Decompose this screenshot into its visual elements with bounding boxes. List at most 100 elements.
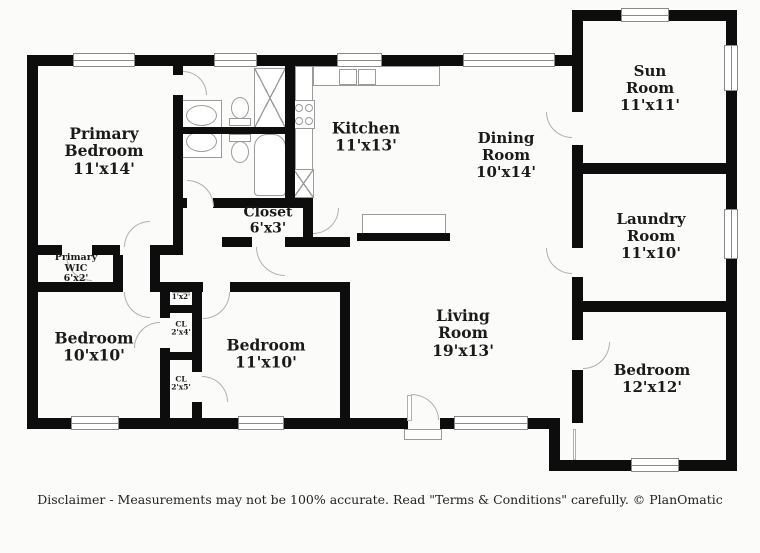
wall: [27, 418, 408, 429]
wall: [173, 95, 183, 247]
wall: [572, 10, 583, 66]
wall: [222, 237, 252, 247]
door-arc: [256, 247, 285, 276]
door-arc: [546, 112, 572, 138]
room-label-line: 1'x2': [171, 292, 191, 302]
wall: [92, 245, 120, 255]
window: [71, 416, 119, 430]
entry-stoop: [404, 429, 442, 440]
room-label-line: 6'x2': [63, 273, 89, 285]
wall: [150, 282, 203, 292]
room-label-line: CL: [175, 319, 187, 329]
window: [454, 416, 528, 430]
wall: [549, 418, 560, 471]
room-label-line: 11'x10': [235, 353, 297, 372]
door-leaf: [407, 395, 412, 421]
room-label-line: Room: [438, 323, 488, 343]
window: [724, 45, 738, 91]
wall: [572, 66, 583, 112]
room-label-line: Bedroom: [64, 141, 144, 161]
door-leaf: [573, 429, 576, 460]
wall: [583, 301, 726, 312]
room-label-line: CL: [175, 374, 187, 384]
room-label-line: Bedroom: [54, 328, 134, 348]
bathroom-sink: [186, 131, 217, 152]
room-label-bedroom-12x12: Bedroom 12'x12': [614, 362, 691, 396]
wall: [160, 348, 170, 418]
room-label-closet-2x4: CL 2'x4': [171, 319, 191, 338]
room-label-line: Kitchen: [331, 118, 401, 138]
room-label-line: Primary: [69, 123, 139, 143]
wall: [303, 208, 313, 247]
wall: [27, 55, 38, 429]
window: [337, 53, 382, 67]
room-label-line: Dining: [477, 128, 535, 147]
kitchen-sink: [339, 69, 357, 85]
room-label-line: Primary: [54, 252, 98, 264]
wall: [192, 292, 202, 372]
room-label-kitchen: Kitchen 11'x13': [331, 118, 401, 155]
room-label-line: 11'x14': [73, 158, 135, 178]
wall: [572, 145, 583, 248]
window: [214, 53, 257, 67]
wall: [572, 277, 583, 340]
kitchen-sink: [358, 69, 376, 85]
window: [621, 8, 669, 22]
room-label-line: Bedroom: [613, 361, 691, 380]
wall: [340, 292, 350, 418]
door-arc: [202, 376, 228, 402]
door-arc: [124, 292, 150, 318]
wall: [183, 127, 295, 134]
room-label-line: 2'x5': [171, 383, 191, 392]
wall: [173, 198, 187, 208]
wall: [173, 66, 183, 75]
wall: [230, 282, 350, 292]
wall: [150, 255, 160, 292]
room-label-bedroom-11x10: Bedroom 11'x10': [226, 335, 306, 372]
room-label-primary-bedroom: Primary Bedroom 11'x14': [64, 125, 143, 177]
door-arc: [183, 71, 207, 95]
room-label-line: Bedroom: [226, 335, 306, 355]
wall: [192, 402, 202, 418]
wall: [37, 245, 62, 255]
wall: [285, 237, 350, 247]
door-arc: [124, 221, 150, 247]
toilet-tank: [229, 118, 251, 126]
window: [724, 209, 738, 259]
wall: [27, 55, 583, 66]
room-label-bedroom-10x10: Bedroom 10'x10': [54, 328, 134, 365]
window: [463, 53, 555, 67]
bathtub: [254, 134, 286, 196]
room-label-closet-2x5: CL 2'x5': [171, 374, 191, 393]
room-label-line: Closet: [243, 204, 293, 221]
room-label-sun-room: Sun Room 11'x11': [620, 63, 680, 113]
dishwasher: [293, 169, 314, 198]
stove-burner: [295, 104, 303, 112]
room-label-line: 10'x14': [476, 162, 536, 181]
room-label-line: 12'x12': [622, 378, 682, 396]
wall: [113, 255, 123, 292]
room-label-closet: Closet 6'x3': [243, 205, 292, 236]
window: [631, 458, 679, 472]
door-arc: [313, 208, 339, 234]
wall: [285, 66, 295, 198]
kitchen-island-base: [357, 233, 450, 241]
toilet-bowl: [231, 97, 249, 119]
wall: [37, 282, 123, 292]
window: [73, 53, 135, 67]
room-label-line: Laundry: [616, 209, 686, 228]
room-label-line: 11'x10': [621, 243, 681, 262]
door-arc: [546, 248, 572, 274]
room-label-line: 11'x11': [620, 95, 680, 114]
stove-burner: [305, 117, 313, 125]
room-label-line: 10'x10': [63, 346, 125, 365]
shower: [254, 68, 286, 128]
room-label-closet-1x2: 1'x2': [172, 293, 190, 301]
room-label-line: Room: [626, 226, 676, 245]
door-arc: [134, 322, 160, 348]
door-arc: [203, 292, 230, 319]
room-label-line: 11'x13': [335, 136, 397, 155]
wall: [160, 305, 202, 313]
wall: [572, 370, 583, 423]
